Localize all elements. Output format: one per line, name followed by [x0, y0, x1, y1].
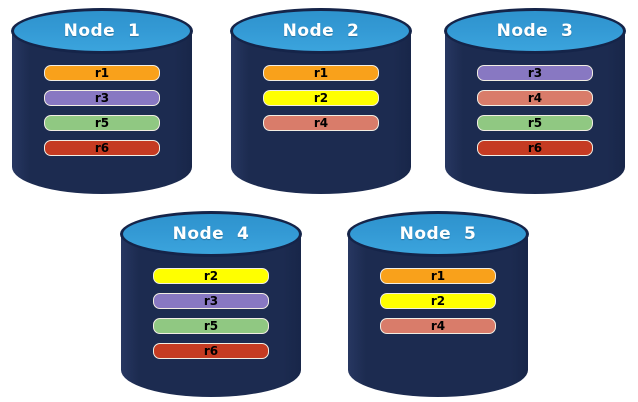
replica-bar: r1 [263, 65, 379, 81]
cylinder-top-ellipse: Node 2 [230, 8, 412, 54]
cylinder-top-ellipse: Node 4 [120, 211, 302, 257]
replica-bar-list: r1 r3 r5 r6 [44, 65, 160, 156]
cylinder-top-ellipse: Node 3 [444, 8, 626, 54]
replica-bar: r2 [153, 268, 269, 284]
replica-bar: r4 [380, 318, 496, 334]
replica-bar-list: r1 r2 r4 [380, 268, 496, 334]
node-cylinder-1: Node 1 r1 r3 r5 r6 [11, 8, 193, 194]
replica-bar-list: r1 r2 r4 [263, 65, 379, 131]
replica-bar-list: r3 r4 r5 r6 [477, 65, 593, 156]
node-cylinder-3: Node 3 r3 r4 r5 r6 [444, 8, 626, 194]
node-title: Node 3 [496, 21, 574, 41]
replica-bar: r4 [263, 115, 379, 131]
cylinder-body [121, 233, 301, 397]
replica-bar: r5 [477, 115, 593, 131]
node-title: Node 2 [282, 21, 360, 41]
cylinder-body [231, 30, 411, 194]
replica-bar: r2 [380, 293, 496, 309]
cylinder-body [12, 30, 192, 194]
replica-bar-list: r2 r3 r5 r6 [153, 268, 269, 359]
cylinder-body [445, 30, 625, 194]
replica-bar: r3 [44, 90, 160, 106]
replica-bar: r3 [153, 293, 269, 309]
replica-bar: r5 [153, 318, 269, 334]
node-cylinder-4: Node 4 r2 r3 r5 r6 [120, 211, 302, 397]
replica-bar: r1 [44, 65, 160, 81]
node-cylinder-2: Node 2 r1 r2 r4 [230, 8, 412, 194]
node-title: Node 1 [63, 21, 141, 41]
node-title: Node 5 [399, 224, 477, 244]
cylinder-top-ellipse: Node 1 [11, 8, 193, 54]
cylinder-top-ellipse: Node 5 [347, 211, 529, 257]
node-cylinder-5: Node 5 r1 r2 r4 [347, 211, 529, 397]
replica-bar: r6 [153, 343, 269, 359]
replica-bar: r5 [44, 115, 160, 131]
replica-bar: r6 [44, 140, 160, 156]
replica-bar: r6 [477, 140, 593, 156]
replica-bar: r2 [263, 90, 379, 106]
node-title: Node 4 [172, 224, 250, 244]
replica-bar: r1 [380, 268, 496, 284]
replica-bar: r3 [477, 65, 593, 81]
cylinder-body [348, 233, 528, 397]
replica-bar: r4 [477, 90, 593, 106]
